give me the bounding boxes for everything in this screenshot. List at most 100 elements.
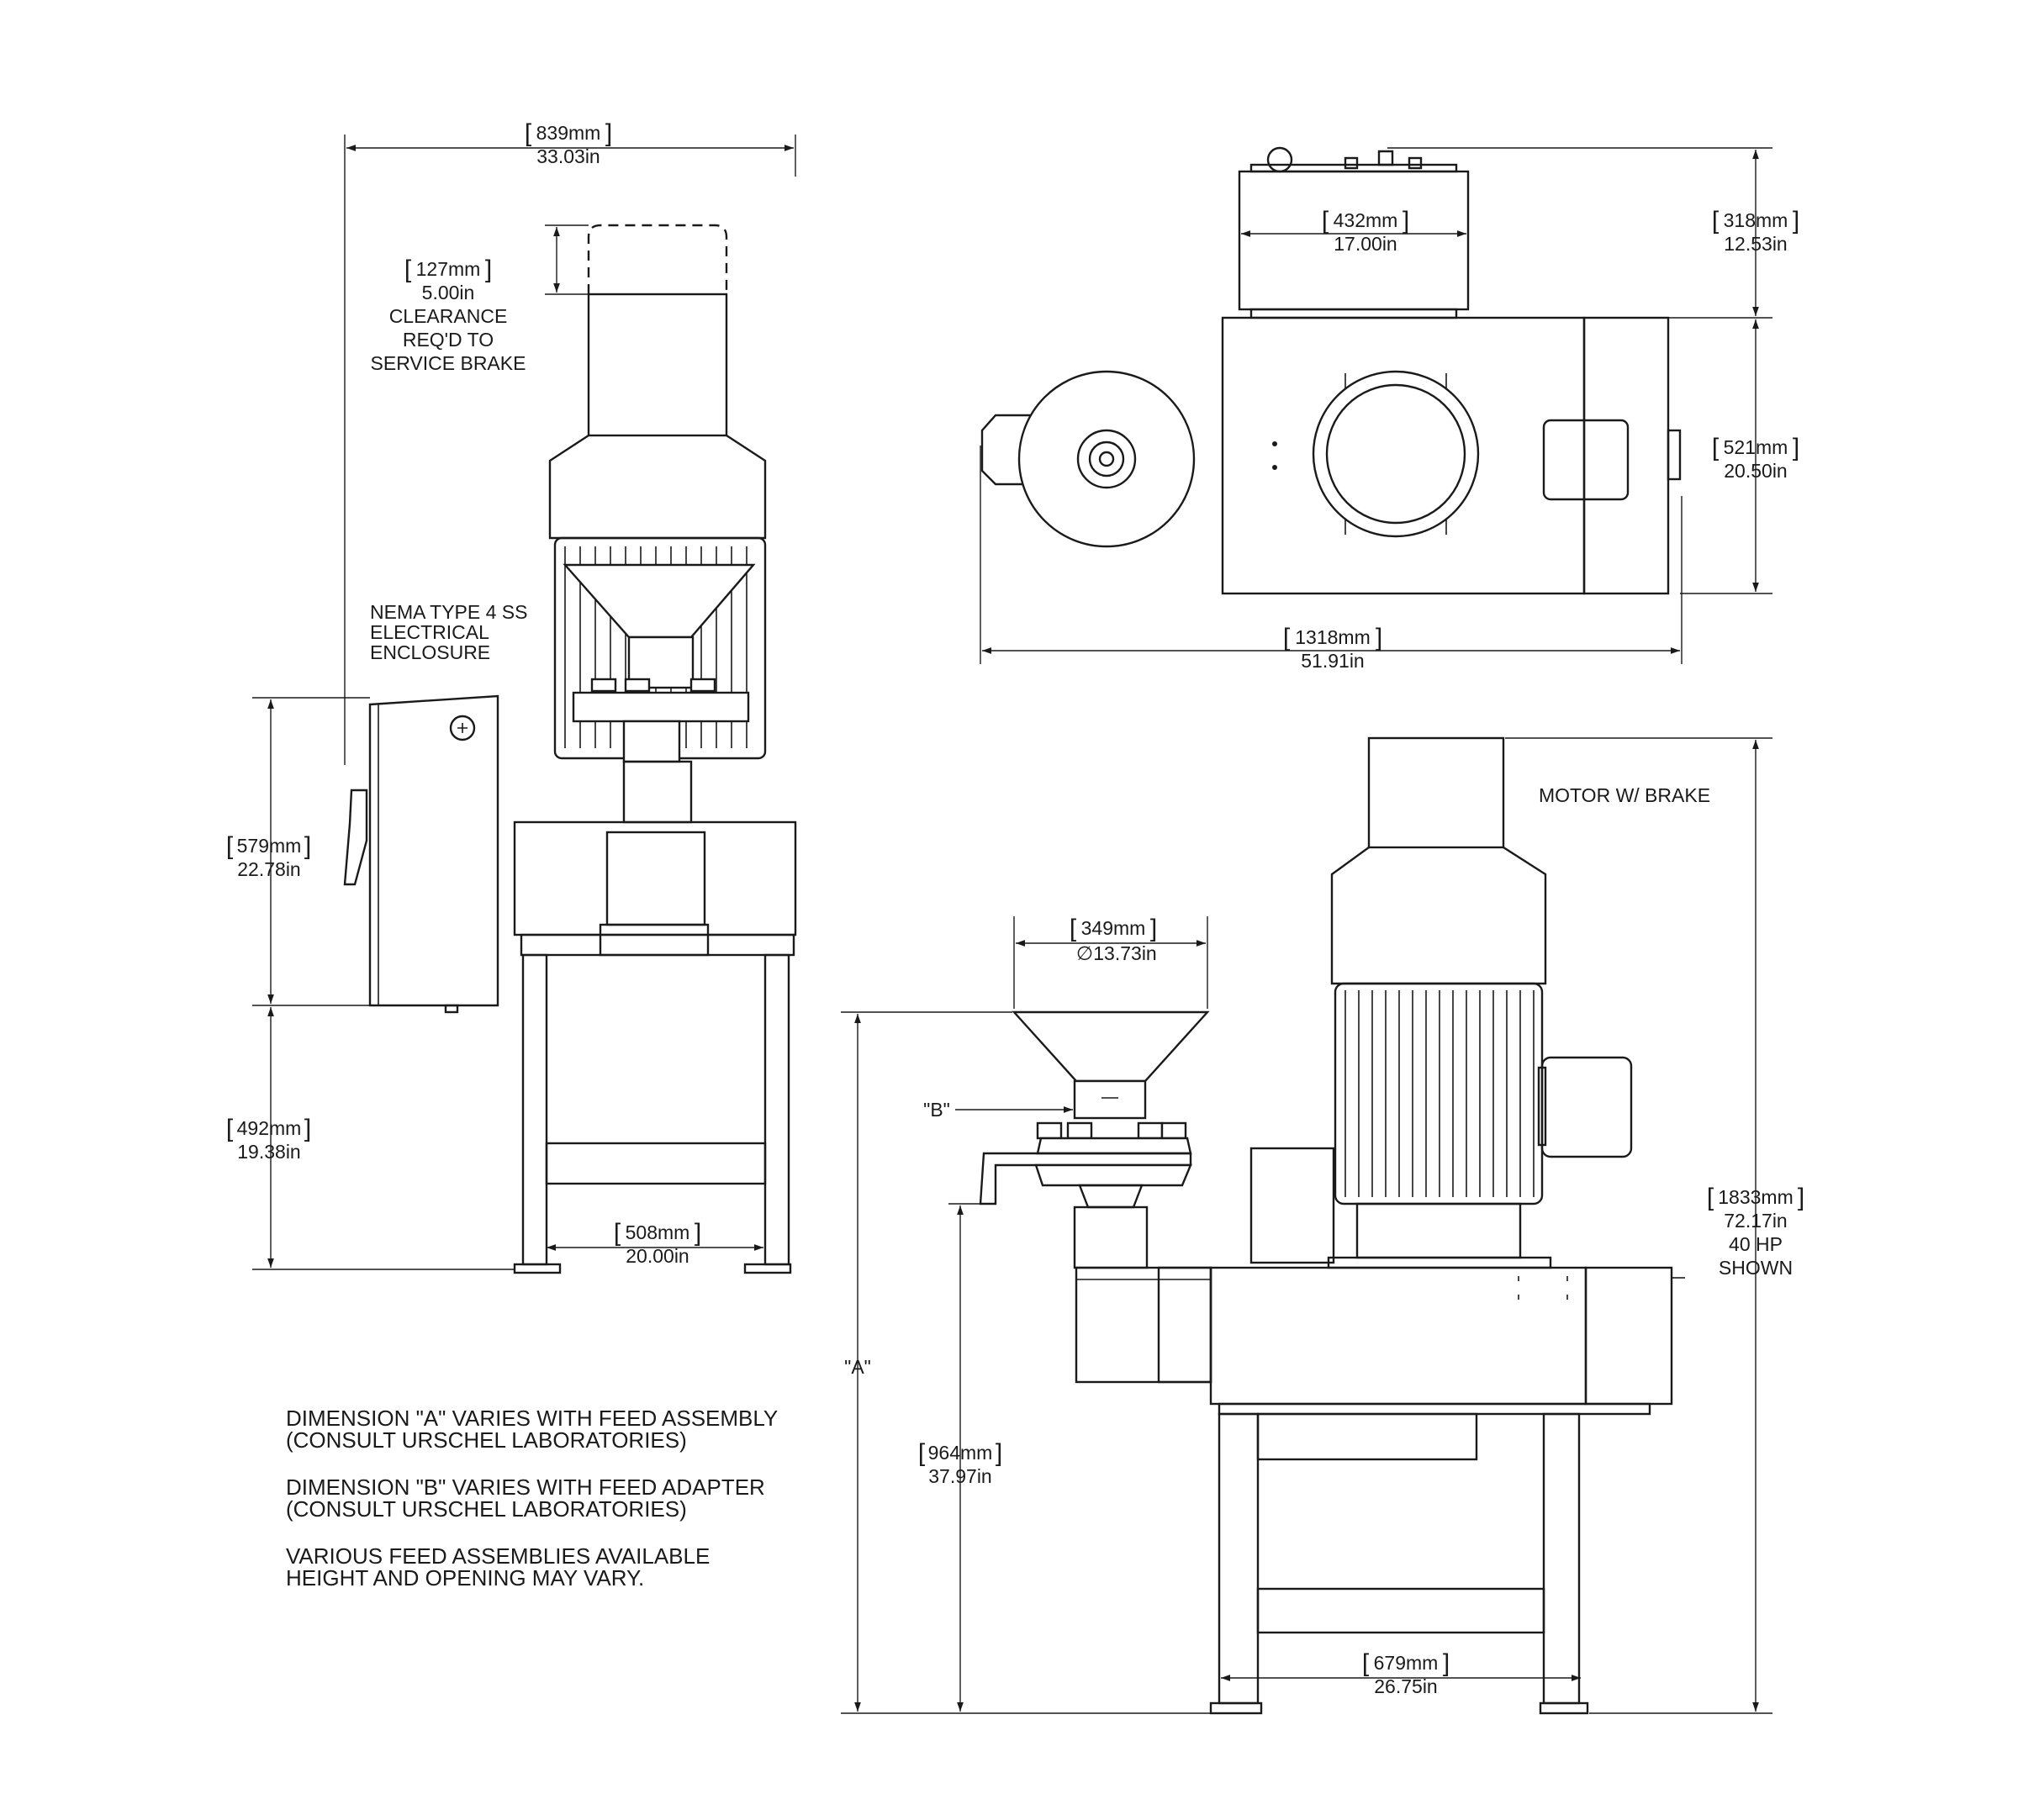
svg-text:]: ]	[1793, 434, 1799, 462]
front-leg-right	[1542, 1412, 1581, 1705]
dim-508: [ ] 508mm 20.00in	[614, 1219, 701, 1267]
svg-text:]: ]	[605, 119, 612, 147]
dim-521-in: 20.50in	[1724, 460, 1787, 482]
brake-cap	[587, 293, 728, 437]
frame-cross-brace	[545, 1142, 767, 1185]
svg-text:[: [	[1707, 1184, 1714, 1211]
dim-579-in: 22.78in	[237, 858, 300, 880]
dim-349-in: 13.73in	[1093, 942, 1156, 964]
note-1-line-2: (CONSULT URSCHEL LABORATORIES)	[286, 1427, 687, 1453]
leg-left	[521, 953, 548, 1266]
dim-508-mm: 508mm	[626, 1221, 690, 1243]
front-frame-body	[1209, 1266, 1587, 1406]
dim-127-in: 5.00in	[422, 282, 475, 303]
dim-a-label: "A"	[844, 1356, 871, 1378]
dim-839: [ ] 839mm 33.03in	[525, 119, 612, 167]
dim-349: [ ] 349mm ∅ 13.73in	[1070, 915, 1157, 964]
impeller-housing	[622, 720, 681, 763]
dim-964-mm: 964mm	[928, 1442, 993, 1464]
motor-stand	[622, 760, 693, 824]
front-cross-brace	[1256, 1587, 1545, 1634]
dim-318-mm: 318mm	[1724, 209, 1788, 231]
svg-text:]: ]	[1403, 207, 1409, 235]
enclosure-label-1: NEMA TYPE 4 SS	[370, 601, 527, 623]
dim-349-mm: 349mm	[1081, 917, 1146, 939]
motor-top-circle	[1312, 370, 1480, 538]
svg-text:[: [	[1322, 207, 1329, 235]
svg-text:[: [	[1070, 915, 1077, 942]
front-motor-fins	[1344, 990, 1535, 1197]
dim-1833-in: 72.17in	[1724, 1210, 1787, 1232]
note-2-line-1: DIMENSION "B" VARIES WITH FEED ADAPTER	[286, 1474, 765, 1500]
front-motor-adapter	[1355, 1202, 1522, 1259]
dim-127-mm: 127mm	[416, 258, 481, 280]
front-feed-tube	[1073, 1205, 1149, 1269]
top-spout	[980, 414, 1122, 486]
dim-127: [ ] 127mm 5.00in CLEARANCE REQ'D TO SERV…	[371, 256, 526, 374]
svg-text:]: ]	[304, 832, 311, 860]
clearance-note-1: CLEARANCE	[389, 305, 508, 327]
svg-text:[: [	[525, 119, 532, 147]
svg-text:[: [	[404, 256, 412, 283]
dim-964: [ ] 964mm 37.97in	[918, 1439, 1002, 1487]
cutting-head-housing	[513, 820, 797, 936]
top-end-panel	[1582, 316, 1670, 595]
dim-839-mm: 839mm	[536, 122, 601, 144]
note-2-line-2: (CONSULT URSCHEL LABORATORIES)	[286, 1496, 687, 1522]
dimension-lines	[252, 135, 1772, 1714]
dim-579-mm: 579mm	[237, 835, 302, 857]
top-body	[1221, 316, 1586, 595]
dim-1318-mm: 1318mm	[1295, 626, 1370, 648]
svg-text:]: ]	[1793, 207, 1799, 235]
dim-492-in: 19.38in	[237, 1141, 300, 1163]
dim-964-in: 37.97in	[928, 1465, 991, 1487]
dim-318-in: 12.53in	[1724, 233, 1787, 255]
svg-text:[: [	[1362, 1649, 1370, 1677]
dim-579: [ ] 579mm 22.78in	[226, 832, 311, 880]
front-motor-bell	[1330, 846, 1547, 985]
dim-432-mm: 432mm	[1334, 209, 1398, 231]
front-feed-ring	[1034, 1163, 1192, 1187]
enclosure-label: NEMA TYPE 4 SS ELECTRICAL ENCLOSURE	[370, 601, 527, 663]
dim-1318: [ ] 1318mm 51.91in	[1283, 624, 1382, 672]
front-cutting-head	[1075, 1266, 1212, 1384]
foot-right	[743, 1263, 792, 1274]
feed-hopper	[563, 563, 756, 639]
dim-492: [ ] 492mm 19.38in	[226, 1115, 311, 1163]
svg-text:]: ]	[1150, 915, 1157, 942]
note-3-line-2: HEIGHT AND OPENING MAY VARY.	[286, 1565, 644, 1591]
feed-plate	[572, 691, 750, 723]
side-view	[343, 224, 797, 1274]
front-frame-rail	[1218, 1402, 1651, 1416]
svg-text:]: ]	[1376, 624, 1382, 652]
note-1-line-1: DIMENSION "A" VARIES WITH FEED ASSEMBLY	[286, 1406, 778, 1431]
front-motor-body	[1334, 982, 1544, 1205]
dim-1833-shown: SHOWN	[1719, 1257, 1793, 1279]
top-knob-left	[1266, 146, 1293, 173]
svg-text:[: [	[1283, 624, 1291, 652]
dim-1833-hp: 40 HP	[1729, 1233, 1783, 1255]
dim-521: [ ] 521mm 20.50in	[1712, 434, 1799, 482]
dim-318: [ ] 318mm 12.53in	[1712, 207, 1799, 255]
svg-text:]: ]	[996, 1439, 1002, 1467]
svg-text:[: [	[226, 832, 234, 860]
front-junction-box	[1540, 1056, 1633, 1158]
dim-b-label: "B"	[923, 1099, 950, 1121]
dim-1318-in: 51.91in	[1301, 650, 1364, 672]
svg-text:[: [	[1712, 207, 1720, 235]
front-motor-mount	[1249, 1147, 1335, 1264]
svg-text:[: [	[226, 1115, 234, 1142]
diameter-symbol: ∅	[1076, 942, 1093, 964]
dim-679: [ ] 679mm 26.75in	[1362, 1649, 1450, 1697]
top-view	[980, 146, 1682, 595]
feed-knobs	[590, 678, 716, 693]
svg-text:[: [	[1712, 434, 1720, 462]
feed-top-circle	[1017, 370, 1196, 548]
front-feed-knobs	[1036, 1121, 1187, 1140]
svg-text:]: ]	[485, 256, 492, 283]
dim-679-in: 26.75in	[1374, 1675, 1437, 1697]
dim-1833: [ ] 1833mm 72.17in 40 HP SHOWN	[1707, 1184, 1804, 1279]
notes-block: DIMENSION "A" VARIES WITH FEED ASSEMBLY …	[286, 1406, 778, 1591]
enclosure-label-2: ELECTRICAL	[370, 621, 489, 643]
dim-492-mm: 492mm	[237, 1117, 302, 1139]
